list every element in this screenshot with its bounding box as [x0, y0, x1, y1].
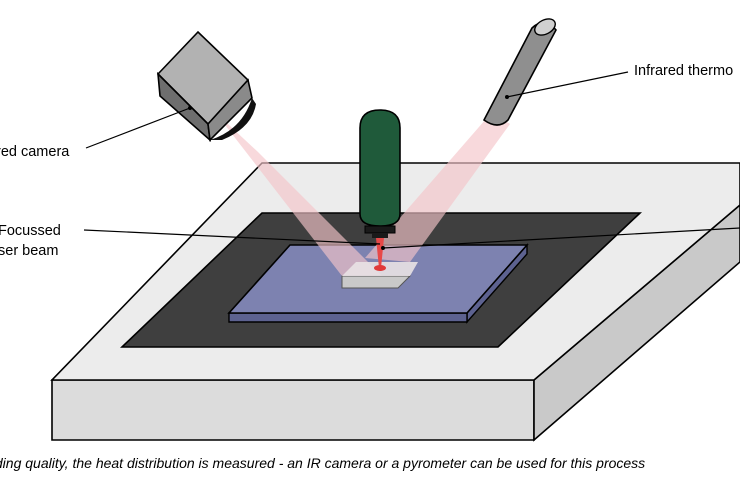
heated-zone — [341, 275, 412, 289]
laser-beam-leader — [83, 229, 381, 245]
laser-beam-label-line1: Focussed — [0, 223, 61, 239]
ir-thermometer-view-cone — [365, 112, 510, 262]
figure-caption: elding quality, the heat distribution is… — [0, 455, 646, 471]
ir-camera-view-cone — [215, 112, 390, 284]
ir-thermometer-label: Infrared thermo — [634, 63, 734, 79]
laser-beam — [376, 238, 384, 268]
laser-spot — [374, 265, 386, 271]
ir-thermometer-icon — [482, 18, 557, 126]
ir-camera-leader — [85, 107, 191, 149]
laser-beam-label-line2: ser beam — [0, 243, 59, 259]
frame-front-face — [51, 379, 535, 441]
ir-camera-label: red camera — [0, 144, 70, 160]
ir-thermometer-leader — [506, 71, 629, 98]
workpiece-leader — [382, 227, 740, 249]
workpiece-plate-front — [228, 312, 468, 323]
ir-camera-icon — [156, 30, 256, 142]
laser-head-icon — [359, 109, 401, 238]
